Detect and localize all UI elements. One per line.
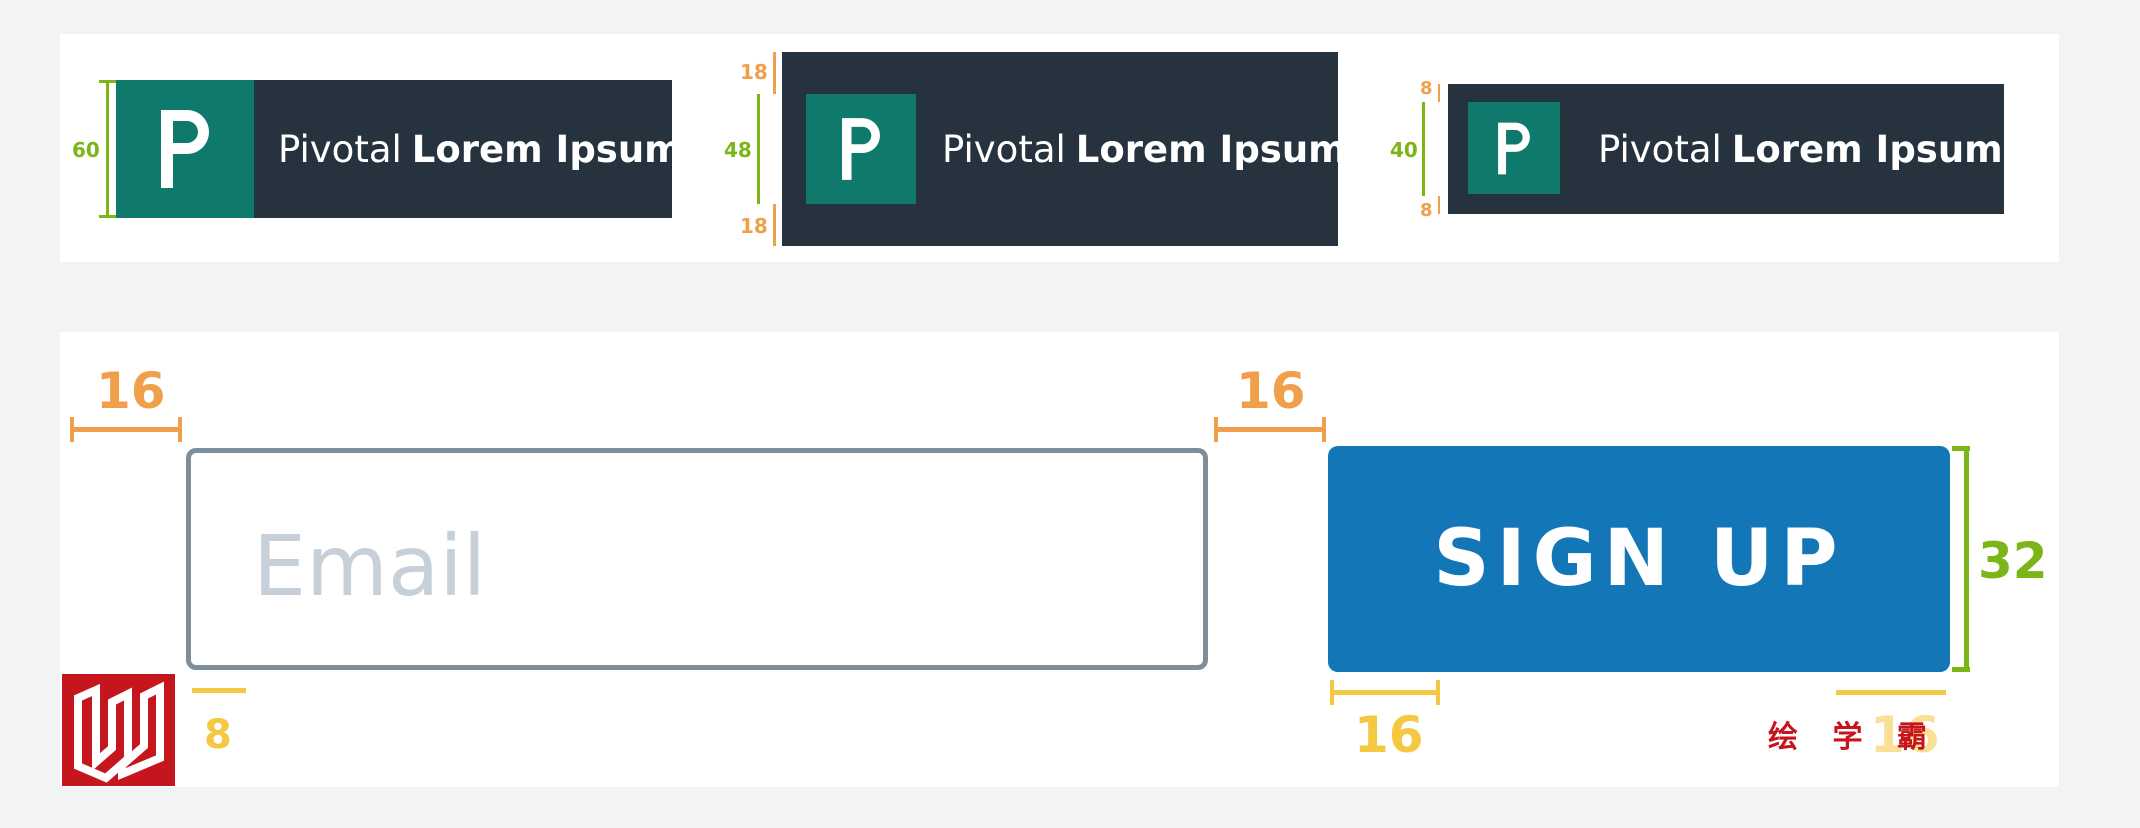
dim-line-button-pad-right: [1836, 690, 1946, 695]
dim-label-18-top: 18: [740, 60, 768, 84]
brand-label: Pivotal Lorem Ipsum: [278, 80, 683, 218]
dim-label-8-top: 8: [1420, 78, 1433, 99]
dim-label-48: 48: [724, 138, 752, 162]
header-bar-40: Pivotal Lorem Ipsum: [1448, 84, 2004, 214]
dim-cap: [1322, 417, 1326, 442]
dim-label-40: 40: [1390, 138, 1418, 162]
dim-cap: [178, 417, 182, 442]
dim-line-gap: [1214, 427, 1326, 432]
dim-line-input-bottom-pad: [192, 688, 246, 693]
dim-cap: [1436, 680, 1440, 705]
signup-button[interactable]: SIGN UP: [1328, 446, 1950, 672]
email-placeholder: Email: [253, 517, 487, 615]
dim-cap: [1952, 446, 1970, 451]
pivotal-mark-icon: [116, 80, 254, 218]
w-logo-icon: [62, 674, 175, 786]
dim-line-48: [757, 94, 760, 204]
header-bar-48: Pivotal Lorem Ipsum: [782, 52, 1347, 246]
dim-cap: [99, 215, 116, 218]
brand-light-text: Pivotal: [278, 127, 402, 171]
dim-label-8-bottom: 8: [1420, 200, 1433, 221]
watermark-text: 绘 学 霸: [1768, 720, 1939, 755]
brand-bold-text: Lorem Ipsum: [1075, 127, 1347, 171]
dim-cap: [70, 417, 74, 442]
dim-line-left-margin: [70, 427, 182, 432]
brand-bold-text: Lorem Ipsum: [411, 127, 683, 171]
dim-label-button-pad-right: 16: [1870, 706, 1940, 764]
dim-cap: [99, 80, 116, 83]
dim-line-60: [106, 80, 109, 218]
dim-label-input-bottom-pad: 8: [204, 712, 232, 758]
dim-label-60: 60: [72, 138, 100, 162]
dim-cap: [1214, 417, 1218, 442]
w-mark-icon: [74, 681, 164, 783]
header-bar-60: Pivotal Lorem Ipsum: [116, 80, 683, 218]
pivotal-mark-icon: [806, 94, 916, 204]
brand-light-text: Pivotal: [942, 127, 1066, 171]
dim-line-40: [1422, 102, 1425, 196]
brand-label: Pivotal Lorem Ipsum: [1598, 84, 2003, 214]
dim-line-18-bottom: [773, 204, 776, 246]
dim-cap: [1330, 680, 1334, 705]
brand-light-text: Pivotal: [1598, 127, 1722, 171]
p-letter-icon: [1498, 122, 1530, 174]
dim-cap: [1952, 667, 1970, 672]
dim-label-left-margin: 16: [96, 362, 166, 420]
p-letter-icon: [842, 118, 880, 180]
p-letter-icon: [161, 110, 209, 188]
dim-label-button-pad-left: 16: [1354, 706, 1424, 764]
dim-label-18-bottom: 18: [740, 214, 768, 238]
dim-label-gap: 16: [1236, 362, 1306, 420]
dim-line-8-top: [1438, 84, 1440, 102]
brand-bold-text: Lorem Ipsum: [1731, 127, 2003, 171]
brand-label: Pivotal Lorem Ipsum: [942, 52, 1347, 246]
dim-line-18-top: [773, 52, 776, 94]
dim-line-8-bottom: [1438, 196, 1440, 214]
dim-line-button-height: [1964, 446, 1969, 672]
pivotal-mark-icon: [1468, 102, 1560, 194]
email-input[interactable]: Email: [186, 448, 1208, 670]
dim-line-button-pad-left: [1330, 690, 1440, 695]
dim-label-button-height: 32: [1978, 532, 2048, 590]
